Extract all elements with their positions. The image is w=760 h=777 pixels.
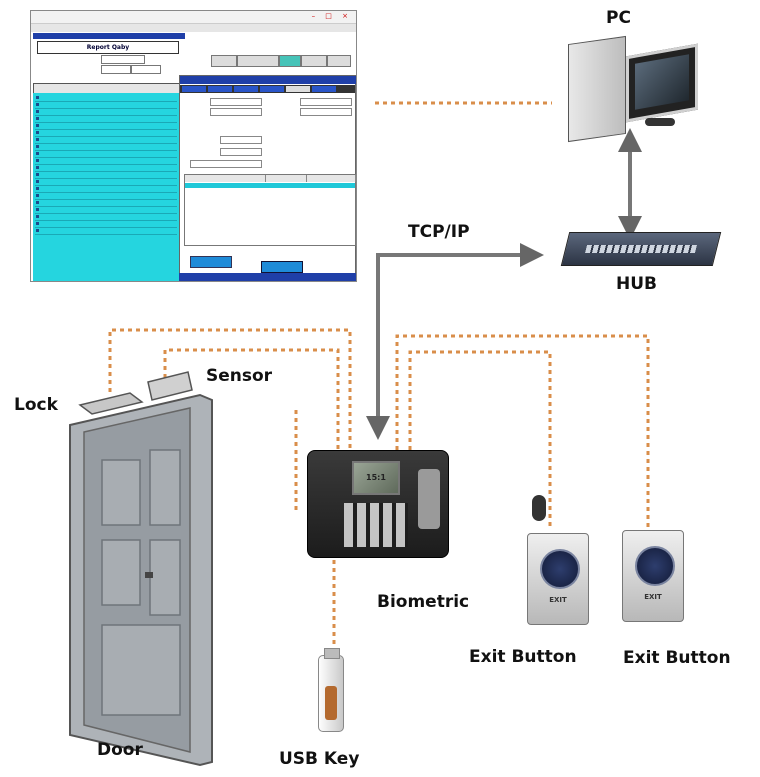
employee-list [33,93,179,269]
exit-plate-text: EXIT [644,593,662,601]
sensor-wire [163,348,340,450]
label-usb-key: USB Key [279,749,360,769]
panel-field [220,136,262,144]
label-hub: HUB [616,274,657,294]
list-item [35,165,177,172]
list-item [35,172,177,179]
table-header-cell [185,175,266,182]
tool-button-1 [211,55,237,67]
door-icon [69,393,213,767]
tcpip-link [366,243,544,440]
date-field-1 [101,55,145,64]
terminal-keypad [344,503,408,547]
list-item [35,123,177,130]
list-item [35,221,177,228]
panel-tab [260,86,284,92]
panel-title [180,76,356,84]
list-item [35,214,177,221]
exit-push-button-icon: EXIT [622,530,684,622]
label-exit-button-2: Exit Button [623,648,731,668]
table-header-cell [266,175,307,182]
terminal-display: 15:1 [352,461,400,495]
window-titlebar: – □ × [31,11,356,24]
panel-tab [312,86,336,92]
monitor-stand-icon [645,118,675,126]
list-item [35,228,177,235]
window-controls: – □ × [311,12,352,20]
label-sensor: Sensor [206,366,273,386]
tool-button-4 [301,55,327,67]
salary-details-panel [179,75,356,277]
tool-button-5 [327,55,351,67]
date-field-3 [131,65,161,74]
list-item [35,144,177,151]
panel-tab [182,86,206,92]
list-item [35,102,177,109]
list-item [35,158,177,165]
label-door: Door [97,740,143,760]
fingerprint-terminal-icon: 15:1 [307,450,546,558]
desktop-computer-icon [568,35,626,143]
list-item [35,193,177,200]
panel-button [190,256,232,268]
report-button: Report Qaby [37,41,179,54]
list-item [35,207,177,214]
list-item [35,200,177,207]
monitor-icon [626,43,698,123]
panel-field [300,108,352,116]
label-exit-button-1: Exit Button [469,647,577,667]
menu-bar [31,24,356,32]
label-pc: PC [606,8,631,28]
list-item [35,137,177,144]
label-lock: Lock [14,395,58,415]
list-item [35,151,177,158]
label-biometric: Biometric [377,592,470,612]
panel-field [210,108,262,116]
list-item [35,116,177,123]
list-item [35,95,177,102]
usb-drive-icon [318,648,344,732]
date-field-2 [101,65,131,74]
apply-button [261,261,303,273]
window-bottom-bar [179,273,356,281]
network-switch-icon [560,232,722,266]
panel-field [210,98,262,106]
panel-field [220,148,262,156]
panel-tab [208,86,232,92]
panel-field [190,160,262,168]
fingerprint-scanner [418,469,546,529]
list-item [35,186,177,193]
magnetic-lock-icon [78,392,144,415]
panel-tabs [180,85,355,93]
table-selected-row [185,183,355,188]
list-item [35,130,177,137]
list-footer [33,269,179,281]
tool-button-2 [237,55,279,67]
list-item [35,179,177,186]
tool-button-3 [279,55,301,67]
label-tcpip: TCP/IP [408,222,470,242]
software-screenshot: – □ × Report Qaby [30,10,357,282]
list-item [35,109,177,116]
exit-wire-left [408,350,552,528]
table-header-cell [307,175,356,182]
panel-tab [234,86,258,92]
lock-wire [108,328,352,450]
exit-wire-right [395,334,650,528]
door-sensor-icon [147,371,193,401]
exit-plate-text: EXIT [549,596,567,604]
window-subtitle [33,33,185,39]
panel-tab [286,86,310,92]
panel-table [184,174,356,246]
panel-field [300,98,352,106]
exit-push-button-icon: EXIT [527,533,589,625]
